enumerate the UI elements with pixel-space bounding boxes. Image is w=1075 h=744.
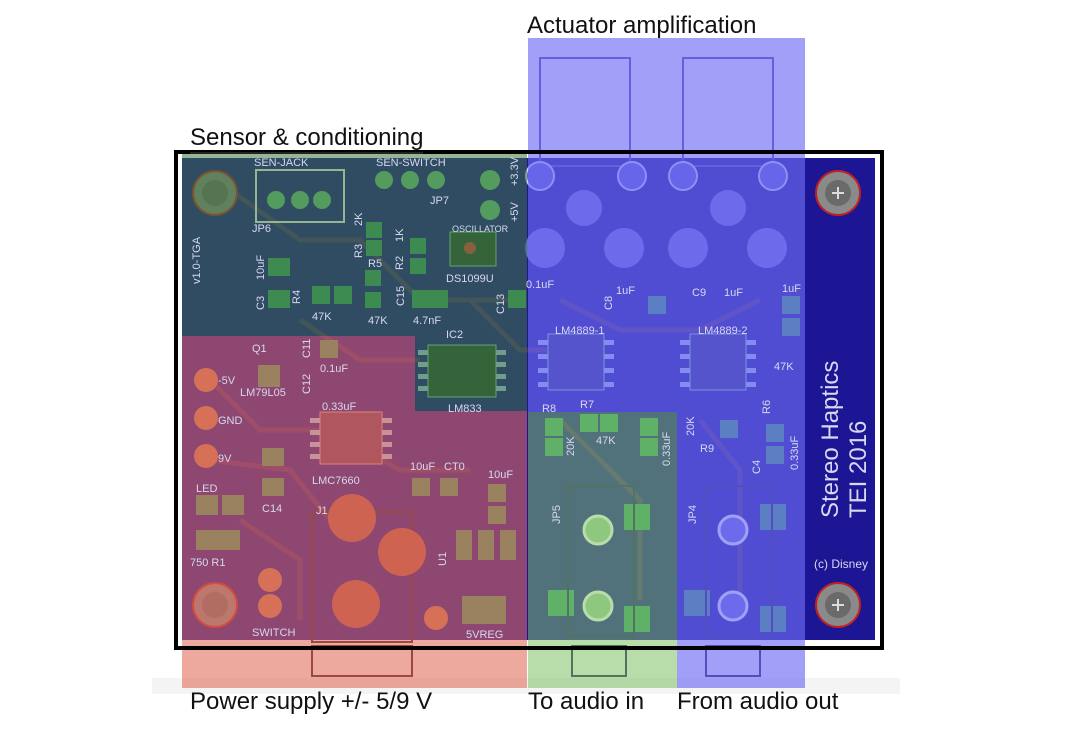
silk-r8: R8: [542, 403, 556, 415]
silk-47k-b: 47K: [368, 315, 388, 327]
silk-version: v1.0-TGA: [191, 236, 203, 284]
sensor-region-overlay-ext: [415, 336, 527, 411]
silk-r7: R7: [580, 399, 594, 411]
silk-47nf: 4.7nF: [413, 315, 441, 327]
silk-jp4: JP4: [687, 505, 699, 524]
silk-lmc7660: LMC7660: [312, 475, 360, 487]
audio-out-label: From audio out: [677, 688, 839, 715]
silk-sen-jack: SEN-JACK: [254, 157, 309, 169]
silk-01uf-b: 0.1uF: [320, 363, 348, 375]
silk-c14: C14: [262, 503, 282, 515]
silk-ds1099u: DS1099U: [446, 273, 494, 285]
actuator-region-overlay: [528, 38, 805, 412]
silk-20k-b: 20K: [685, 416, 697, 436]
actuator-label: Actuator amplification: [527, 12, 757, 39]
silk-1k: 1K: [394, 228, 406, 242]
silk-jp5: JP5: [551, 505, 563, 524]
board-title-line2: TEI 2016: [845, 421, 872, 518]
silk-2k: 2K: [353, 212, 365, 226]
silk-r1: 750 R1: [190, 557, 225, 569]
silk-switch: SWITCH: [252, 627, 295, 639]
silk-c13: C13: [495, 294, 507, 314]
silk-1uf-c: 1uF: [782, 283, 801, 295]
silk-5vreg: 5VREG: [466, 629, 503, 641]
silk-ct0: CT0: [444, 461, 465, 473]
board-title: Stereo Haptics TEI 2016: [817, 361, 872, 518]
silk-r9: R9: [700, 443, 714, 455]
sensor-label: Sensor & conditioning: [190, 124, 424, 154]
silk-9v: 9V: [218, 453, 232, 465]
silk-20k: 20K: [565, 436, 577, 456]
silk-lm79l05: LM79L05: [240, 387, 286, 399]
silk-10uf-b: 10uF: [410, 461, 435, 473]
silk-c9: C9: [692, 287, 706, 299]
silk-c11: C11: [301, 339, 313, 358]
silk-r4: R4: [291, 290, 303, 304]
silk-5v: +5V: [509, 201, 521, 222]
board-title-line1: Stereo Haptics: [817, 361, 844, 518]
silk-r3: R3: [353, 244, 365, 258]
silk-gnd: GND: [218, 415, 243, 427]
power-region-overlay-ext: [415, 411, 527, 688]
silk-led: LED: [196, 483, 217, 495]
silk-47k: 47K: [312, 311, 332, 323]
silk-r2: R2: [394, 256, 406, 270]
silk-01uf: 0.1uF: [526, 279, 554, 291]
power-label: Power supply +/- 5/9 V: [190, 688, 433, 715]
silk-10uf-c: 10uF: [488, 469, 513, 481]
silkscreen-labels: SEN-JACK SEN-SWITCH JP6 JP7 +3.3V +5V OS…: [190, 156, 868, 641]
silk-033uf-b: 0.33uF: [789, 435, 801, 470]
silk-033uf-c: 0.33uF: [322, 401, 357, 413]
audio-out-region-overlay: [677, 412, 805, 688]
audio-in-label: To audio in: [528, 688, 645, 715]
silk-q1: Q1: [252, 343, 267, 355]
silk-u1: U1: [437, 552, 449, 566]
silk-oscillator: OSCILLATOR: [452, 224, 509, 234]
silk-minus5v: -5V: [218, 375, 236, 387]
silk-r5: R5: [368, 258, 382, 270]
silk-033uf: 0.33uF: [661, 431, 673, 466]
silk-r6: R6: [761, 400, 773, 414]
silk-c3: C3: [255, 296, 267, 310]
silk-10uf: 10uF: [255, 255, 267, 280]
board-outline: [174, 150, 884, 650]
silk-c12: C12: [301, 374, 313, 394]
silk-sen-switch: SEN-SWITCH: [376, 157, 446, 169]
power-region-overlay: [182, 336, 415, 688]
audio-in-region-overlay: [528, 412, 677, 688]
silk-lm4889-1: LM4889-1: [555, 325, 605, 337]
silk-j1: J1: [316, 505, 328, 517]
silk-47k-d: 47K: [774, 361, 794, 373]
silk-47k-c: 47K: [596, 435, 616, 447]
silk-c15: C15: [395, 286, 407, 306]
silk-ic2: IC2: [446, 329, 463, 341]
silk-jp6: JP6: [252, 223, 271, 235]
silk-c4: C4: [751, 460, 763, 474]
silk-1uf-a: 1uF: [616, 285, 635, 297]
silk-lm833: LM833: [448, 403, 482, 415]
silk-jp7: JP7: [430, 195, 449, 207]
silk-copyright: (c) Disney: [814, 557, 868, 571]
sensor-region-overlay: [182, 152, 527, 336]
silk-1uf-b: 1uF: [724, 287, 743, 299]
silk-lm4889-2: LM4889-2: [698, 325, 748, 337]
silk-3v3: +3.3V: [509, 156, 521, 186]
silk-c8: C8: [603, 296, 615, 310]
